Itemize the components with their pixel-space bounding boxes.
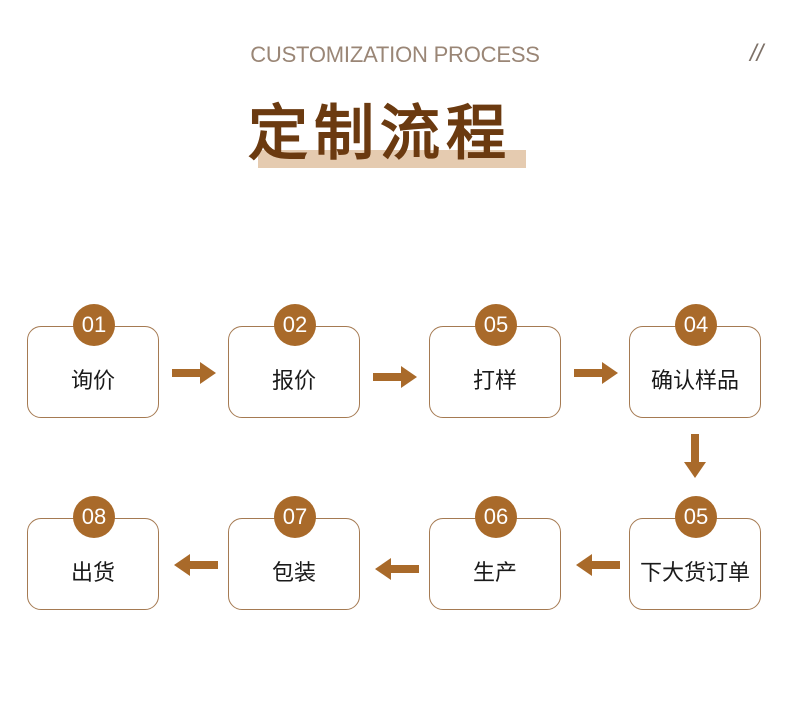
step-box-8: 08 出货 bbox=[27, 496, 159, 610]
step-number-badge: 01 bbox=[73, 304, 115, 346]
step-label: 确认样品 bbox=[650, 369, 739, 394]
step-number-badge: 07 bbox=[274, 496, 316, 538]
step-box-3: 05 打样 bbox=[429, 304, 561, 418]
step-box-1: 01 询价 bbox=[27, 304, 159, 418]
step-box-6: 06 生产 bbox=[429, 496, 561, 610]
step-box-7: 07 包装 bbox=[228, 496, 360, 610]
step-number-badge: 05 bbox=[475, 304, 517, 346]
step-number-badge: 02 bbox=[274, 304, 316, 346]
step-box-5: 05 下大货订单 bbox=[629, 496, 761, 610]
step-label: 包装 bbox=[271, 561, 316, 586]
slash-mark: // bbox=[750, 40, 764, 67]
title-block: 定制流程 bbox=[248, 98, 528, 170]
step-number-badge: 05 bbox=[675, 496, 717, 538]
arrow-right-icon bbox=[172, 362, 216, 384]
title-underline bbox=[258, 150, 526, 168]
step-label: 询价 bbox=[70, 369, 115, 394]
subtitle: CUSTOMIZATION PROCESS bbox=[250, 42, 540, 67]
arrow-left-icon bbox=[174, 554, 218, 576]
step-label: 生产 bbox=[472, 561, 517, 586]
step-label: 打样 bbox=[472, 369, 517, 394]
step-number-badge: 08 bbox=[73, 496, 115, 538]
arrow-left-icon bbox=[375, 558, 419, 580]
step-box-2: 02 报价 bbox=[228, 304, 360, 418]
step-label: 报价 bbox=[271, 369, 316, 394]
page-title: 定制流程 bbox=[248, 99, 512, 169]
step-number-badge: 06 bbox=[475, 496, 517, 538]
step-label: 下大货订单 bbox=[639, 561, 750, 586]
step-label: 出货 bbox=[70, 561, 115, 586]
arrow-right-icon bbox=[574, 362, 618, 384]
step-box-4: 04 确认样品 bbox=[629, 304, 761, 418]
step-number-badge: 04 bbox=[675, 304, 717, 346]
arrow-down-icon bbox=[684, 434, 706, 478]
arrow-right-icon bbox=[373, 366, 417, 388]
arrow-left-icon bbox=[576, 554, 620, 576]
